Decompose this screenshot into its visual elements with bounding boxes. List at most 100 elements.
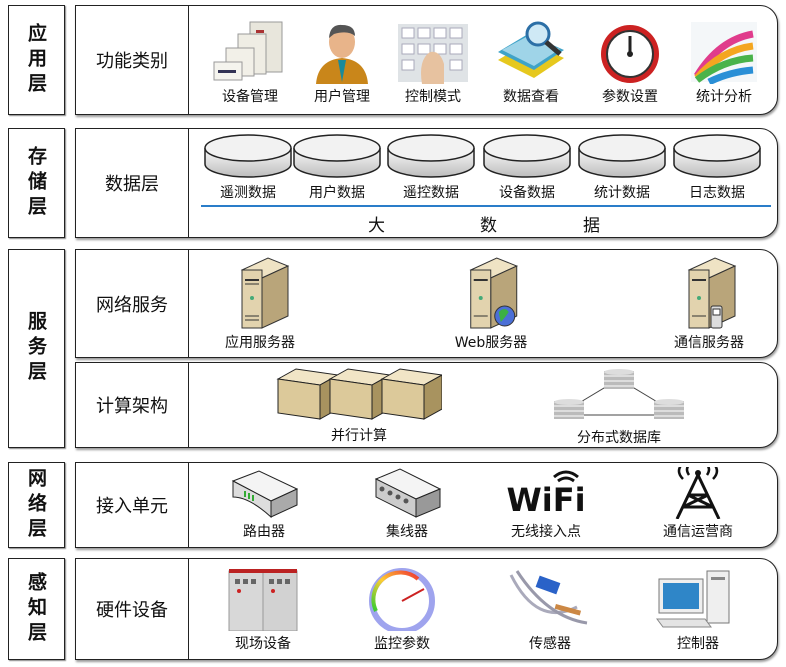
- item-label: 统计分析: [696, 89, 752, 105]
- gauge-icon: [369, 568, 435, 631]
- disk-icon: [293, 134, 381, 178]
- layer-tag-service: 服务层: [8, 249, 65, 448]
- wifi-icon: WiFi: [506, 470, 586, 519]
- item-app-server: 应用服务器: [225, 256, 295, 352]
- panel-computing-architecture: 计算架构 并行计算 分布式数据库: [75, 362, 778, 448]
- item-parallel-computing: 并行计算: [276, 365, 442, 445]
- layer-name: 网络层: [25, 467, 47, 543]
- item-label: 现场设备: [235, 636, 291, 652]
- item-label: 日志数据: [689, 185, 745, 201]
- item-label: 分布式数据库: [577, 430, 661, 446]
- parallel-servers-icon: [276, 368, 442, 420]
- item-hub: 集线器: [372, 467, 442, 541]
- item-parameter-settings: 参数设置: [593, 20, 667, 106]
- item-label: 设备管理: [222, 89, 278, 105]
- item-label: 路由器: [243, 524, 285, 540]
- item-sensor: 传感器: [507, 567, 593, 653]
- web-server-icon: [469, 257, 519, 329]
- big-data-char: 据: [583, 216, 600, 236]
- server-icon: [240, 257, 290, 329]
- layer-name: 存储层: [25, 145, 47, 221]
- layer-name: 感知层: [25, 571, 47, 647]
- item-web-server: Web服务器: [454, 256, 528, 352]
- item-label: 数据查看: [503, 89, 559, 105]
- item-label: 通信运营商: [663, 524, 733, 540]
- panel-network: 接入单元 路由器 集线器 WiFi 无线接入点 通信运营商: [75, 462, 778, 548]
- item-label: 用户管理: [314, 89, 370, 105]
- item-control-mode: 控制模式: [396, 20, 470, 106]
- user-icon: [316, 24, 368, 84]
- router-icon: [231, 470, 299, 519]
- item-label: 用户数据: [309, 185, 365, 201]
- layer-tag-application: 应用层: [8, 5, 65, 115]
- big-data-char: 大: [368, 216, 385, 236]
- item-data-view: 数据查看: [494, 20, 568, 106]
- item-label: 设备数据: [499, 185, 555, 201]
- equipment-icon: [213, 21, 283, 81]
- item-carrier: 通信运营商: [663, 467, 733, 541]
- item-label: 无线接入点: [511, 524, 581, 540]
- category-label: 网络服务: [76, 250, 189, 357]
- disk-icon: [204, 134, 292, 178]
- item-data-store: 日志数据: [672, 132, 762, 202]
- item-user-management: 用户管理: [312, 20, 372, 106]
- item-label: Web服务器: [454, 335, 528, 351]
- book-magnifier-icon: [498, 21, 564, 78]
- category-label: 数据层: [76, 129, 189, 237]
- item-monitoring-params: 监控参数: [362, 567, 442, 653]
- wifi-logo-text: WiFi: [506, 481, 585, 519]
- disk-icon: [387, 134, 475, 178]
- item-data-store: 用户数据: [292, 132, 382, 202]
- item-data-store: 遥控数据: [386, 132, 476, 202]
- disk-icon: [483, 134, 571, 178]
- item-wireless-ap: WiFi 无线接入点: [488, 467, 604, 541]
- layer-name: 应用层: [25, 22, 47, 98]
- item-field-equipment: 现场设备: [227, 567, 299, 653]
- panel-application: 功能类别 设备管理 用户管理 控制模式 数据查看 参数设置 统计分析: [75, 5, 778, 115]
- big-data-line: [201, 205, 771, 207]
- keyboard-icon: [398, 24, 468, 84]
- item-label: 并行计算: [331, 428, 387, 444]
- big-data-char: 数: [480, 216, 497, 236]
- item-distributed-db: 分布式数据库: [539, 369, 699, 447]
- item-statistical-analysis: 统计分析: [689, 20, 759, 106]
- item-label: 遥测数据: [220, 185, 276, 201]
- comm-server-icon: [687, 257, 737, 329]
- item-router: 路由器: [229, 467, 299, 541]
- cabinet-icon: [228, 569, 298, 631]
- distributed-db-icon: [553, 369, 685, 420]
- item-label: 集线器: [386, 524, 428, 540]
- item-equipment-management: 设备管理: [212, 20, 288, 106]
- chart-icon: [691, 22, 757, 84]
- item-label: 统计数据: [594, 185, 650, 201]
- item-label: 遥控数据: [403, 185, 459, 201]
- disk-icon: [673, 134, 761, 178]
- disk-icon: [578, 134, 666, 178]
- item-label: 监控参数: [374, 636, 430, 652]
- item-label: 控制模式: [405, 89, 461, 105]
- category-label: 硬件设备: [76, 559, 189, 659]
- layer-tag-network: 网络层: [8, 462, 65, 548]
- layer-tag-storage: 存储层: [8, 128, 65, 238]
- item-label: 参数设置: [602, 89, 658, 105]
- tower-icon: [675, 467, 721, 519]
- item-label: 传感器: [529, 636, 571, 652]
- panel-storage: 数据层 遥测数据 用户数据 遥控数据 设备数据 统计数据 日志数据 大 数 据: [75, 128, 778, 238]
- hub-icon: [374, 468, 442, 518]
- category-label: 功能类别: [76, 6, 189, 114]
- panel-sensing: 硬件设备 现场设备 监控参数 传感器 控制器: [75, 558, 778, 660]
- category-label: 计算架构: [76, 363, 189, 447]
- item-label: 通信服务器: [674, 335, 744, 351]
- item-label: 控制器: [677, 636, 719, 652]
- item-controller: 控制器: [653, 567, 743, 653]
- item-data-store: 遥测数据: [203, 132, 293, 202]
- item-data-store: 设备数据: [482, 132, 572, 202]
- clock-gauge-icon: [601, 25, 659, 83]
- panel-network-services: 网络服务 应用服务器 Web服务器 通信服务器: [75, 249, 778, 358]
- category-label: 接入单元: [76, 463, 189, 547]
- sensor-icon: [509, 570, 588, 625]
- computer-icon: [656, 570, 730, 628]
- item-comm-server: 通信服务器: [674, 256, 744, 352]
- layer-name: 服务层: [25, 311, 47, 386]
